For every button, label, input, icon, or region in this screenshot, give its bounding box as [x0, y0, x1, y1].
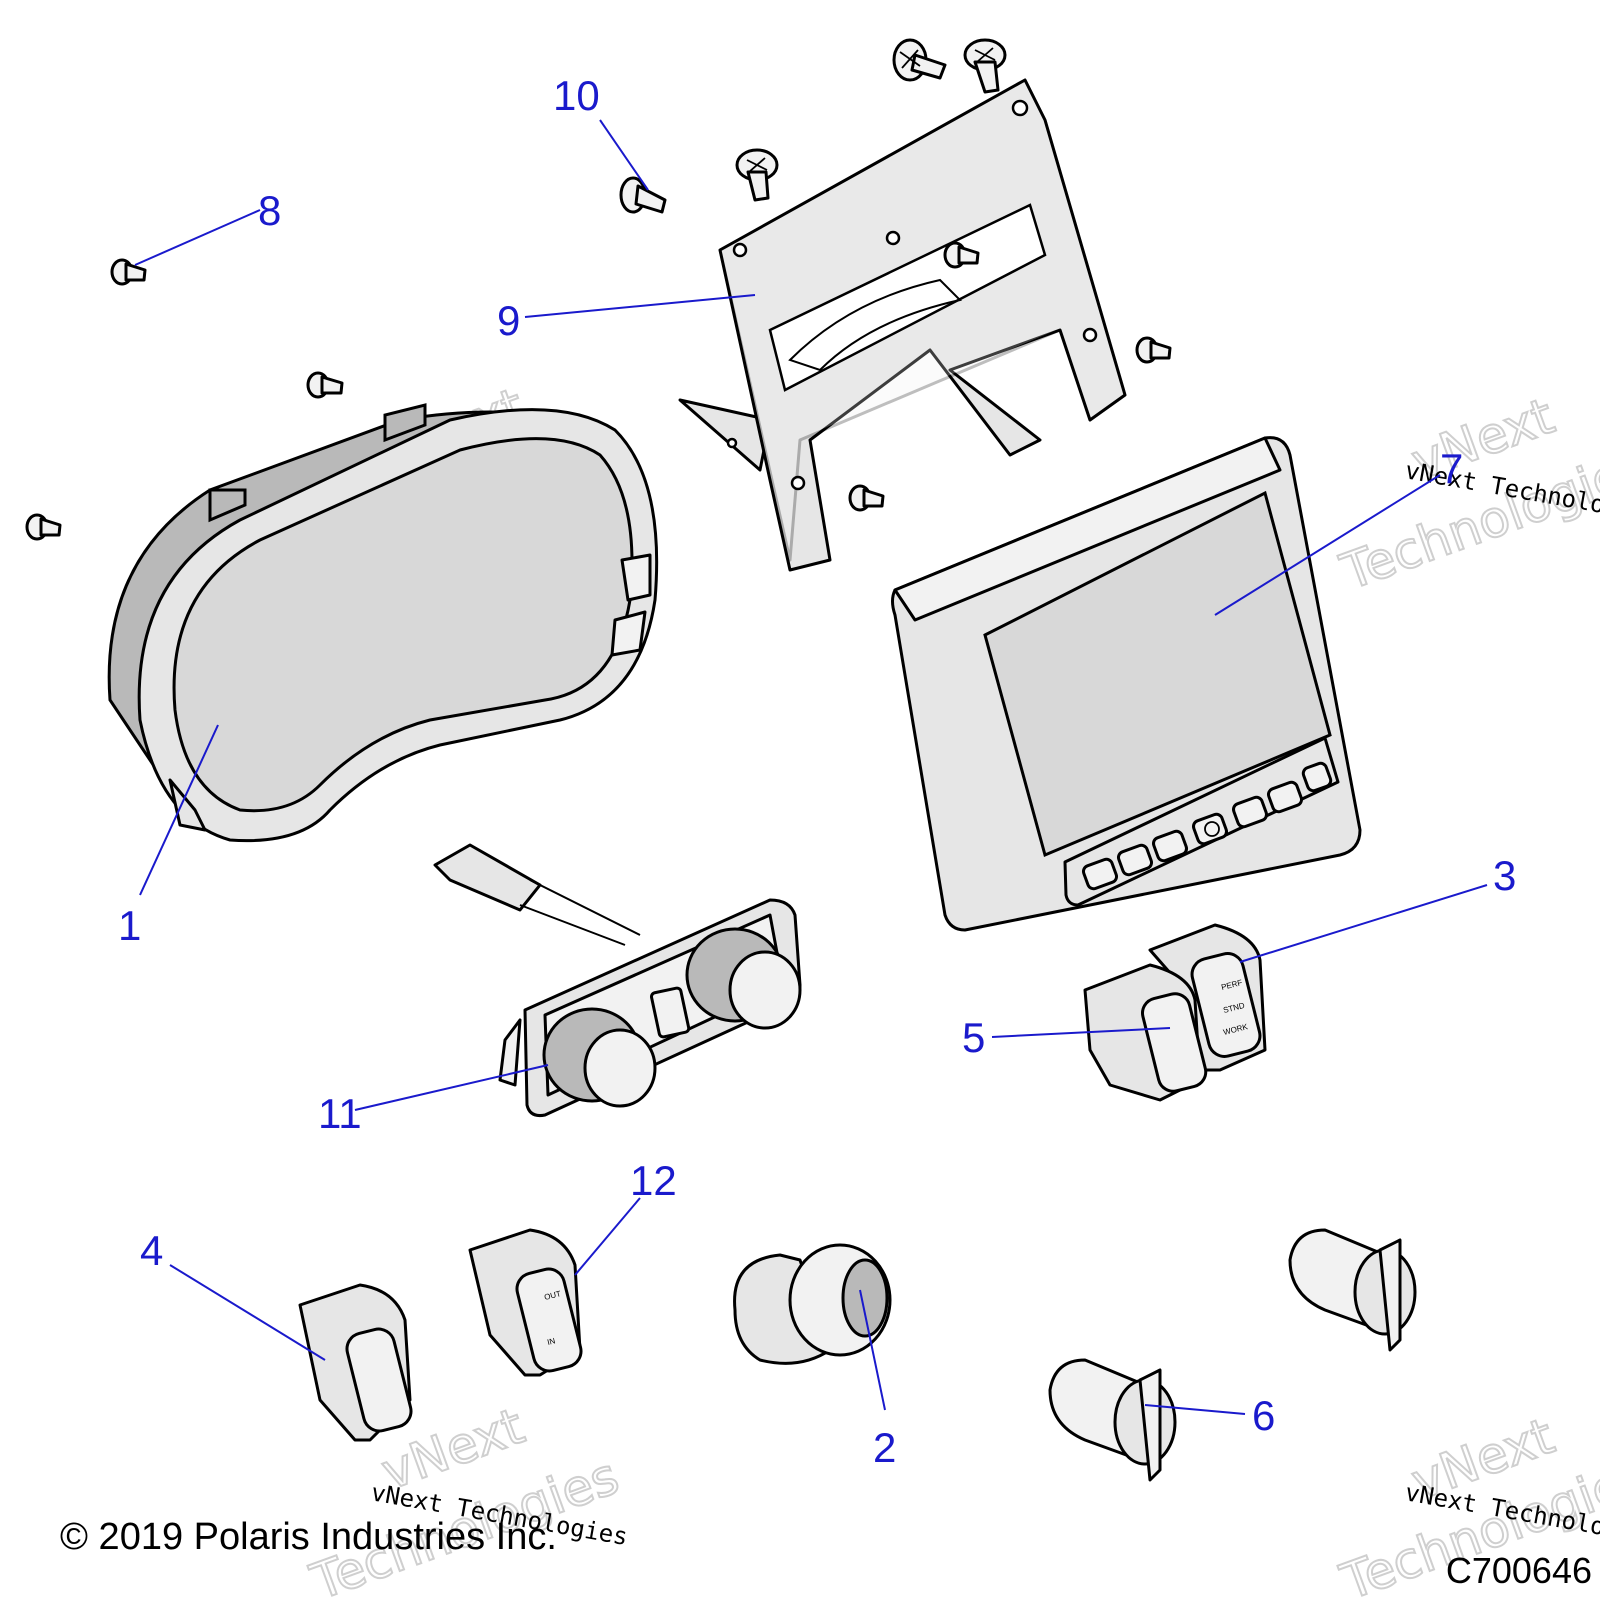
- fastener-rivet: [1135, 336, 1172, 364]
- leader-10: [599, 119, 649, 191]
- callout-4: 4: [140, 1227, 163, 1274]
- leader-5: [991, 1027, 1171, 1038]
- display-button[interactable]: [1151, 829, 1189, 863]
- power-outlet: [1048, 1358, 1177, 1482]
- mode-toggle-switch[interactable]: [649, 986, 691, 1039]
- leader-2: [859, 1289, 886, 1411]
- display-button[interactable]: [1116, 843, 1154, 877]
- drive-mode-rocker[interactable]: [1139, 991, 1209, 1095]
- temperature-knob[interactable]: [542, 1007, 657, 1108]
- callout-8: 8: [258, 187, 281, 234]
- fan-speed-knob[interactable]: [685, 927, 802, 1030]
- fastener-rivet: [943, 241, 980, 269]
- leader-4: [169, 1264, 326, 1361]
- callout-10: 10: [553, 72, 600, 119]
- power-icon: [1204, 821, 1220, 837]
- fastener-rivet: [848, 484, 885, 512]
- fastener-rivet: [25, 513, 62, 541]
- leader-6: [1144, 1404, 1246, 1415]
- callout-9: 9: [497, 297, 520, 344]
- volume-button[interactable]: [1301, 761, 1333, 793]
- instrument-cluster: [107, 403, 659, 843]
- fastener-rivet: [619, 176, 667, 214]
- drawing-id: C700646: [1445, 1550, 1592, 1591]
- callout-6: 6: [1252, 1392, 1275, 1439]
- leader-8: [134, 209, 261, 266]
- copyright-notice: © 2019 Polaris Industries Inc.: [60, 1516, 557, 1558]
- svg-text:OUT: OUT: [543, 1289, 562, 1302]
- callout-3: 3: [1493, 852, 1516, 899]
- leader-1: [139, 724, 219, 896]
- rocker-switch-light: [298, 1283, 415, 1442]
- watermark-top-right: vNext Technologies vNext Technologies: [1332, 386, 1600, 603]
- svg-text:IN: IN: [546, 1336, 556, 1347]
- callout-2: 2: [873, 1424, 896, 1471]
- leader-12: [574, 1197, 641, 1276]
- fastener-screw: [892, 38, 947, 82]
- callout-7: 7: [1440, 445, 1463, 492]
- display-unit: [891, 436, 1362, 932]
- leader-lines: [134, 119, 1488, 1415]
- leader-9: [524, 294, 756, 318]
- out-in-rocker[interactable]: [514, 1266, 585, 1375]
- display-button[interactable]: [1231, 795, 1269, 829]
- leader-11: [354, 1064, 549, 1111]
- power-outlet: [1288, 1228, 1417, 1352]
- power-button[interactable]: [1191, 812, 1229, 846]
- callout-11: 11: [318, 1090, 362, 1137]
- light-rocker[interactable]: [344, 1326, 415, 1435]
- rocker-switch-winch: OUT IN: [468, 1228, 585, 1377]
- perf-stnd-work-rocker[interactable]: [1189, 950, 1264, 1060]
- control-panel: [433, 843, 802, 1117]
- rocker-switch-drive: [1083, 963, 1209, 1102]
- fastener-rivet: [110, 258, 147, 286]
- fastener-screw: [963, 38, 1007, 94]
- callout-1: 1: [118, 902, 141, 949]
- fastener-rivet: [306, 371, 344, 399]
- display-button-row: [1081, 761, 1333, 891]
- leader-3: [1239, 884, 1488, 963]
- fastener-screw: [735, 148, 779, 202]
- callout-12: 12: [630, 1157, 677, 1204]
- display-button[interactable]: [1266, 780, 1304, 814]
- rocker-switch-mode: PERF STND WORK: [1148, 923, 1267, 1072]
- callout-5: 5: [962, 1014, 985, 1061]
- callout-numbers: 1 2 3 4 5 6 7 8 9 10 11 12: [118, 72, 1516, 1471]
- display-button[interactable]: [1081, 857, 1119, 891]
- ignition-switch: [733, 1243, 892, 1365]
- leader-7: [1214, 474, 1441, 616]
